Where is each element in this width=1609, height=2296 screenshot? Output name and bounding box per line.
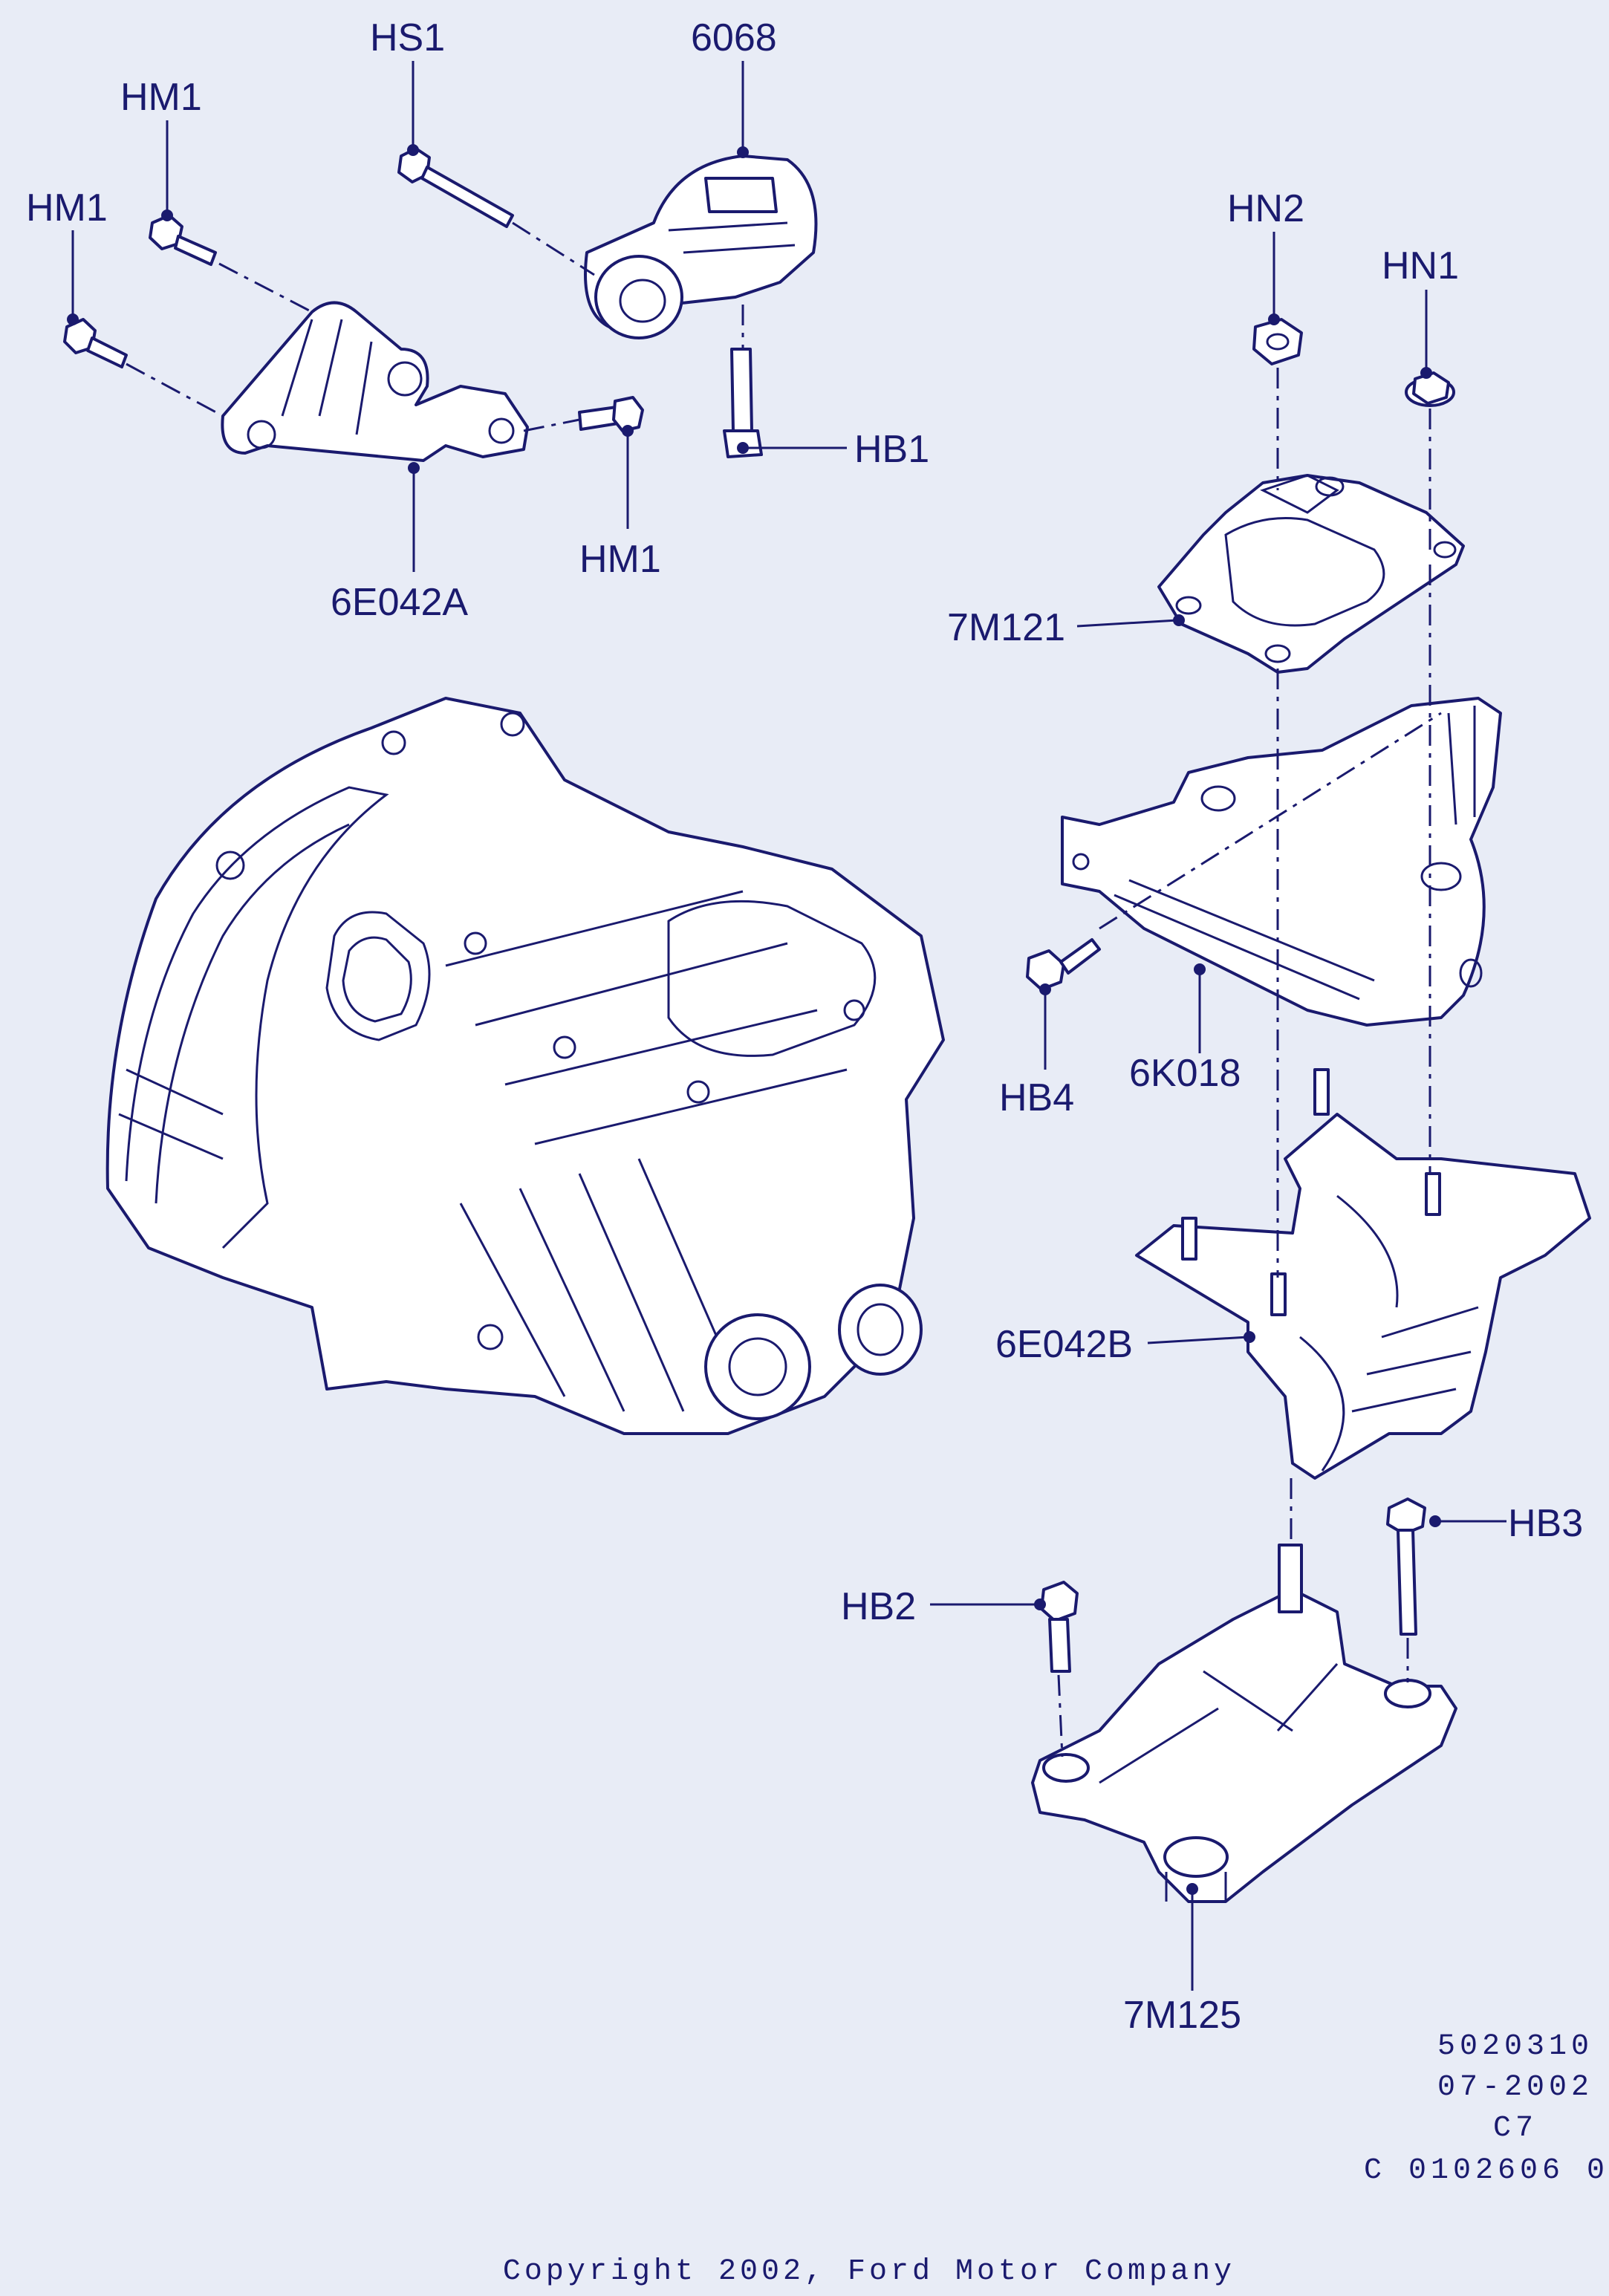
label-7m125: 7M125 [1123, 1994, 1241, 2037]
label-7m121: 7M121 [947, 606, 1065, 649]
transmission-assembly [105, 697, 945, 1435]
copyright-notice: Copyright 2002, Ford Motor Company [503, 2255, 1235, 2289]
drawing-info-block: 5020310 07-2002 C7 C 0102606 0 [1364, 2030, 1609, 2188]
bolt-hb4 [1026, 938, 1101, 991]
label-hb4: HB4 [999, 1076, 1074, 1119]
bolt-hb2 [1040, 1581, 1079, 1673]
label-hn1: HN1 [1382, 244, 1459, 287]
label-6068: 6068 [691, 16, 777, 59]
info-model-code: C7 [1493, 2112, 1538, 2145]
label-6e042b: 6E042B [995, 1323, 1133, 1366]
info-drawing-number: 5020310 [1437, 2030, 1593, 2064]
bolt-hm1-a [149, 214, 217, 266]
label-hm1-a: HM1 [120, 76, 202, 119]
bolt-hm1-c [578, 396, 644, 432]
label-hs1: HS1 [370, 16, 445, 59]
bolt-hs1 [397, 147, 514, 228]
label-hb1: HB1 [854, 428, 929, 471]
label-hb2: HB2 [841, 1585, 916, 1628]
label-hb3: HB3 [1508, 1502, 1583, 1545]
bracket-7m125 [1031, 1544, 1457, 1903]
label-hm1-b: HM1 [26, 186, 108, 230]
bolt-hm1-b [63, 318, 128, 368]
info-reference-code: C 0102606 0 [1364, 2154, 1609, 2188]
label-6e042a: 6E042A [331, 581, 468, 624]
insulator-7m121 [1157, 474, 1465, 674]
label-hm1-c: HM1 [579, 538, 661, 581]
bracket-6k018 [1061, 697, 1502, 1027]
label-6k018: 6K018 [1129, 1052, 1241, 1095]
bracket-6e042b [1135, 1068, 1591, 1480]
label-hn2: HN2 [1227, 187, 1304, 230]
nut-hn1 [1405, 371, 1455, 407]
nut-hn2 [1252, 318, 1303, 365]
info-date: 07-2002 [1437, 2071, 1593, 2104]
bolt-hb3 [1386, 1497, 1426, 1636]
insulator-6068 [584, 155, 818, 339]
bolt-hb1 [723, 348, 763, 458]
bracket-6e042a [221, 301, 529, 462]
